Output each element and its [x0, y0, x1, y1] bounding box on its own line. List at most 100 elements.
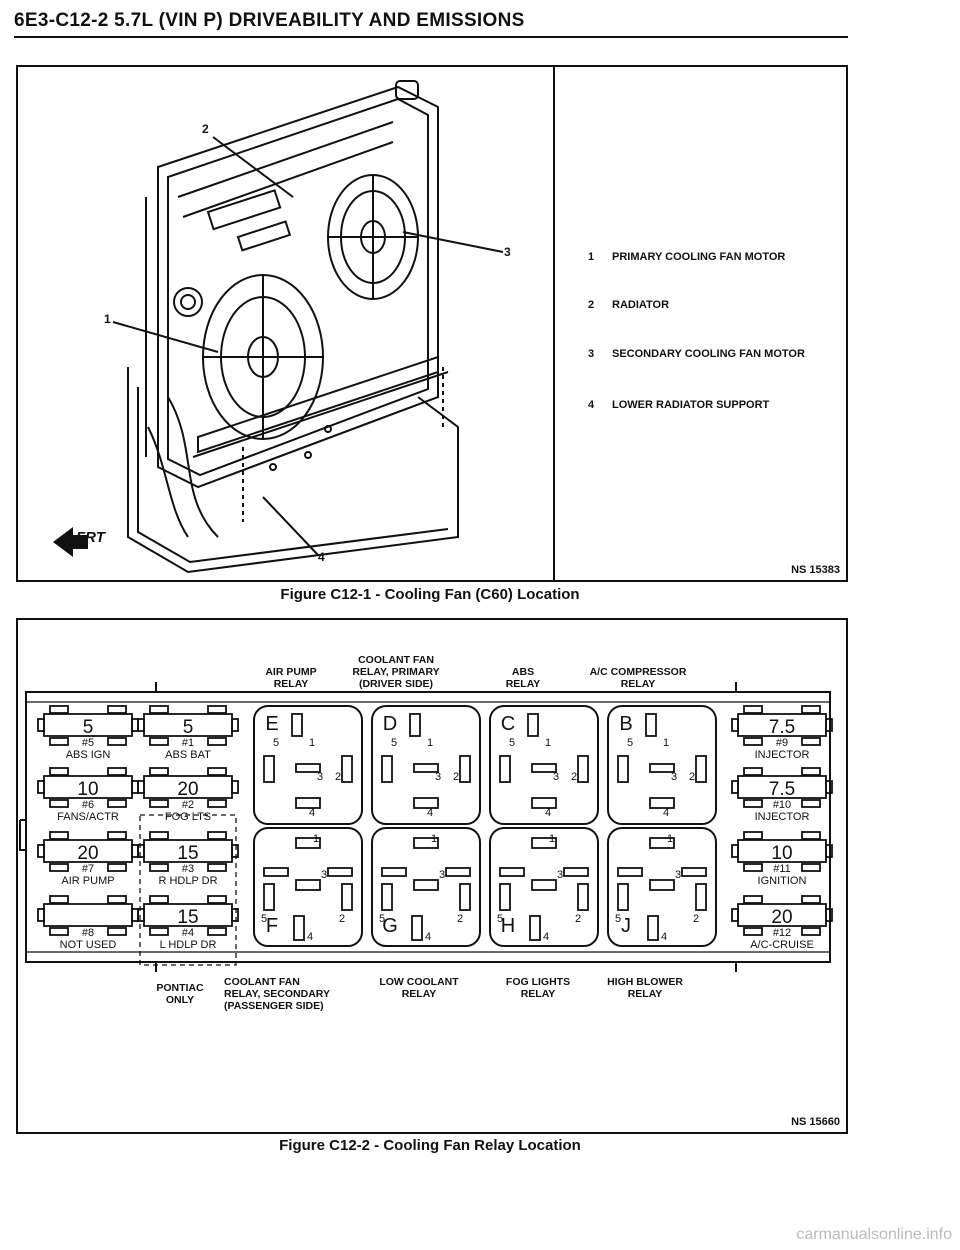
relay-letter-c: C: [501, 713, 515, 735]
fuse-mid-4: 15#4L HDLP DR: [137, 895, 239, 951]
pin-label: 2: [571, 771, 577, 783]
relay-j: J 1 3 5 2 4: [607, 827, 717, 947]
pin-label: 5: [509, 737, 515, 749]
fuse-right-1-label: INJECTOR: [755, 749, 810, 761]
fuse-left-2-amp: 10: [77, 779, 98, 800]
fuse-left-3-num: #7: [82, 863, 94, 875]
fuse-left-1-num: #5: [82, 737, 94, 749]
pin-label: 2: [575, 913, 581, 925]
fuse-right-1-amp: 7.5: [769, 717, 795, 738]
pin-label: 5: [627, 737, 633, 749]
radiator-fan-illustration: [53, 80, 504, 574]
relay-letter-e: E: [265, 713, 278, 735]
fuse-left-2-label: FANS/ACTR: [57, 811, 119, 823]
pin-label: 2: [457, 913, 463, 925]
fuse-left-3-amp: 20: [77, 843, 98, 864]
relay-letter-h: H: [501, 915, 515, 937]
pin-label: 4: [661, 931, 667, 943]
pin-label: 4: [543, 931, 549, 943]
fuse-left-3-label: AIR PUMP: [61, 875, 114, 887]
fuse-mid-3: 15#3R HDLP DR: [137, 831, 239, 887]
pin-label: 1: [549, 833, 555, 845]
fuse-mid-3-amp: 15: [177, 843, 198, 864]
header-rule: [14, 36, 848, 38]
fuse-left-1-label: ABS IGN: [66, 749, 111, 761]
pin-label: 3: [439, 869, 445, 881]
pin-label: 3: [321, 869, 327, 881]
pin-label: 2: [453, 771, 459, 783]
callout-3: 3: [504, 245, 511, 259]
pin-label: 1: [427, 737, 433, 749]
pin-label: 2: [689, 771, 695, 783]
pin-label: 2: [335, 771, 341, 783]
pin-label: 4: [309, 807, 315, 819]
page-header: 6E3-C12-2 5.7L (VIN P) DRIVEABILITY AND …: [14, 10, 525, 31]
relay-letter-d: D: [383, 713, 397, 735]
pin-label: 1: [667, 833, 673, 845]
pin-label: 5: [273, 737, 279, 749]
fuse-right-4-label: A/C-CRUISE: [750, 939, 814, 951]
pin-label: 3: [557, 869, 563, 881]
pin-label: 5: [615, 913, 621, 925]
relay-letter-g: G: [382, 915, 398, 937]
pin-label: 3: [553, 771, 559, 783]
fuse-mid-1-label: ABS BAT: [165, 749, 211, 761]
pin-label: 4: [427, 807, 433, 819]
pin-label: 5: [497, 913, 503, 925]
relay-letter-b: B: [619, 713, 632, 735]
fuse-mid-1-num: #1: [182, 737, 194, 749]
relay-h: H 1 3 5 2 4: [489, 827, 599, 947]
fuse-right-3-label: IGNITION: [758, 875, 807, 887]
pin-label: 5: [379, 913, 385, 925]
fuse-right-2-num: #10: [773, 799, 791, 811]
figure2-caption: Figure C12-2 - Cooling Fan Relay Locatio…: [279, 1137, 581, 1154]
pin-label: 4: [545, 807, 551, 819]
fuse-right-4-num: #12: [773, 927, 791, 939]
fuse-right-4: 20#12A/C-CRUISE: [731, 895, 833, 951]
pin-label: 3: [671, 771, 677, 783]
pin-label: 3: [675, 869, 681, 881]
fuse-left-4-num: #8: [82, 927, 94, 939]
relay-letter-j: J: [621, 915, 631, 937]
fuse-mid-2-amp: 20: [177, 779, 198, 800]
fuse-left-1-amp: 5: [83, 717, 94, 738]
pin-label: 1: [309, 737, 315, 749]
fuse-mid-4-num: #4: [182, 927, 194, 939]
pin-label: 2: [693, 913, 699, 925]
fuse-right-3-amp: 10: [771, 843, 792, 864]
pin-label: 1: [663, 737, 669, 749]
pin-label: 2: [339, 913, 345, 925]
watermark: carmanualsonline.info: [796, 1226, 952, 1243]
fuse-mid-4-amp: 15: [177, 907, 198, 928]
figure1-caption: Figure C12-1 - Cooling Fan (C60) Locatio…: [280, 586, 580, 603]
fuse-left-4-label: NOT USED: [60, 939, 117, 951]
fuse-mid-2-label: FOG LTS: [165, 811, 211, 823]
callout-4: 4: [318, 550, 325, 564]
pin-label: 1: [545, 737, 551, 749]
fuse-mid-4-label: L HDLP DR: [160, 939, 217, 951]
pin-label: 3: [317, 771, 323, 783]
